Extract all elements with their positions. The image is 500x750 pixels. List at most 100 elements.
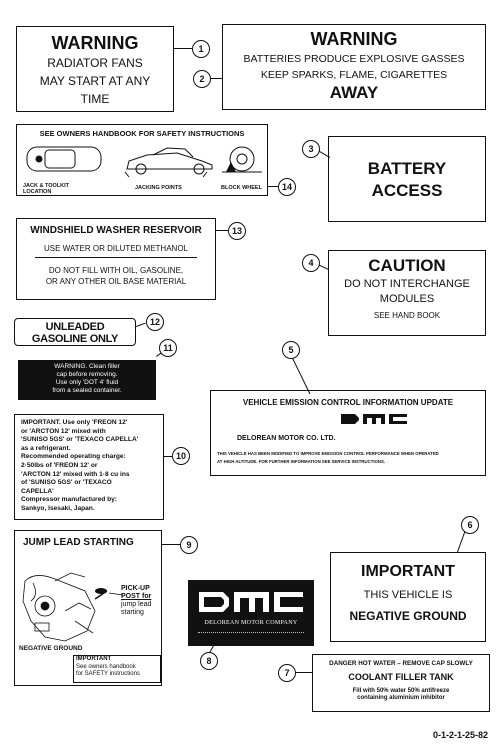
label-text: AWAY	[329, 83, 379, 102]
label-text: IMPORTANT	[76, 656, 112, 662]
label-text: DO NOT INTERCHANGE	[344, 278, 470, 290]
label-battery-gasses-warning: WARNING BATTERIES PRODUCE EXPLOSIVE GASS…	[222, 24, 486, 110]
caption-jacking-points: JACKING POINTS	[135, 185, 182, 191]
wheel-block-icon	[222, 146, 262, 173]
dmc-logo-icon	[341, 414, 407, 424]
label-text: KEEP SPARKS, FLAME, CIGARETTES	[260, 69, 448, 81]
label-text: GASOLINE ONLY	[31, 333, 119, 345]
car-side-view-icon	[124, 147, 213, 178]
label-text: USE WATER OR DILUTED METHANOL	[43, 244, 188, 253]
label-brake-fluid-warning: WARNING. Clean filler cap before removin…	[18, 360, 156, 400]
label-coolant-filler-tank: DANGER HOT WATER – REMOVE CAP SLOWLY COO…	[312, 654, 490, 712]
leader-line-12	[136, 322, 146, 327]
label-safety-instructions: SEE OWNERS HANDBOOK FOR SAFETY INSTRUCTI…	[16, 124, 268, 196]
label-text: containing aluminium inhibitor	[357, 695, 445, 701]
callout-1: 1	[192, 40, 210, 58]
label-text: BATTERY	[367, 159, 447, 178]
label-text: TIME	[80, 92, 110, 106]
label-text: MODULES	[379, 293, 435, 305]
label-text: Fill with 50% water 50% antifreeze	[352, 688, 450, 694]
label-text: ACCESS	[371, 181, 443, 200]
leader-line-10	[164, 456, 174, 457]
label-unleaded-gasoline: UNLEADED GASOLINE ONLY	[14, 318, 136, 346]
warning-heading: WARNING	[310, 29, 398, 49]
company-name: DELOREAN MOTOR CO. LTD.	[237, 435, 336, 442]
label-title: SEE OWNERS HANDBOOK FOR SAFETY INSTRUCTI…	[39, 129, 245, 138]
leader-line-7	[294, 672, 312, 673]
pickup-post-text: PICK-UP POST for jump lead starting	[121, 585, 152, 616]
callout-12: 12	[146, 313, 164, 331]
label-negative-ground: IMPORTANT THIS VEHICLE IS NEGATIVE GROUN…	[330, 552, 486, 642]
label-text: WARNING. Clean filler	[54, 363, 120, 370]
caption-block-wheel: BLOCK WHEEL	[221, 185, 262, 191]
callout-7: 7	[278, 664, 296, 682]
callout-5: 5	[282, 341, 300, 359]
label-text: 2·50lbs of 'FREON 12' or	[21, 461, 98, 469]
label-text: RADIATOR FANS	[47, 56, 143, 70]
leader-line-13	[216, 230, 228, 231]
divider	[35, 257, 197, 258]
label-refrigerant: IMPORTANT. Use only 'FREON 12' or 'ARCTO…	[14, 414, 164, 520]
label-title: VEHICLE EMISSION CONTROL INFORMATION UPD…	[242, 398, 454, 407]
important-box: IMPORTANT See owners handbook for SAFETY…	[73, 655, 161, 683]
company-name: DELOREAN MOTOR COMPANY	[204, 620, 298, 626]
label-text: THIS VEHICLE IS	[363, 589, 453, 601]
leader-line-14	[268, 186, 278, 187]
label-text: cap before removing.	[56, 371, 118, 378]
callout-11: 11	[159, 339, 177, 357]
engine-diagram-icon	[22, 572, 124, 642]
callout-10: 10	[172, 447, 190, 465]
label-text: IMPORTANT	[361, 563, 455, 580]
label-jump-lead-starting: JUMP LEAD STARTING PICK-UP POST for jump…	[14, 530, 162, 686]
label-title: JUMP LEAD STARTING	[23, 537, 134, 548]
label-text: of 'SUNISO 5GS' or 'TEXACO	[21, 479, 112, 487]
label-text: BATTERIES PRODUCE EXPLOSIVE GASSES	[243, 53, 465, 65]
label-text: SEE HAND BOOK	[373, 311, 441, 320]
callout-9: 9	[180, 536, 198, 554]
callout-8: 8	[200, 652, 218, 670]
car-diagrams-icon	[26, 146, 262, 178]
label-text: Recommended operating charge:	[21, 453, 126, 461]
label-text: 'ARCTON 12' mixed with 1·8 cu ins	[21, 470, 130, 478]
pickup-post-icon	[94, 588, 124, 600]
label-radiator-fans-warning: WARNING RADIATOR FANS MAY START AT ANY T…	[16, 26, 174, 112]
label-text: NEGATIVE GROUND	[349, 609, 467, 623]
label-washer-reservoir: WINDSHIELD WASHER RESERVOIR USE WATER OR…	[16, 218, 216, 300]
leader-line-9	[162, 544, 182, 545]
leader-line-6	[456, 529, 466, 553]
label-title: WINDSHIELD WASHER RESERVOIR	[30, 225, 202, 236]
label-text: OR ANY OTHER OIL BASE MATERIAL	[45, 277, 187, 286]
callout-4: 4	[302, 254, 320, 272]
label-dmc-badge: DELOREAN MOTOR COMPANY	[188, 580, 314, 646]
caution-heading: CAUTION	[368, 256, 446, 275]
callout-6: 6	[461, 516, 479, 534]
callout-3: 3	[302, 140, 320, 158]
label-text: IMPORTANT. Use only 'FREON 12'	[21, 419, 128, 426]
label-battery-access: BATTERY ACCESS	[328, 136, 486, 222]
fine-print	[198, 632, 304, 636]
label-body: THIS VEHICLE HAS BEEN MODIFIED TO IMPROV…	[217, 451, 439, 456]
leader-line-5	[291, 356, 311, 395]
callout-14: 14	[278, 178, 296, 196]
label-text: for SAFETY instructions	[76, 671, 140, 677]
car-top-view-icon	[26, 146, 102, 172]
leader-line-1	[174, 48, 192, 49]
label-emission-control: VEHICLE EMISSION CONTROL INFORMATION UPD…	[210, 390, 486, 476]
figure-code: 0-1-2-1-25-82	[432, 730, 488, 740]
label-text: Sankyo, Isesaki, Japan.	[21, 504, 95, 512]
label-text: See owners handbook	[76, 663, 136, 670]
label-text: from a sealed container.	[52, 387, 122, 394]
label-text: COOLANT FILLER TANK	[348, 672, 454, 682]
callout-2: 2	[193, 70, 211, 88]
label-text: as a refrigerant.	[21, 444, 71, 452]
negative-ground-text: NEGATIVE GROUND	[19, 645, 83, 652]
label-text: UNLEADED	[45, 321, 105, 333]
label-caution-modules: CAUTION DO NOT INTERCHANGE MODULES SEE H…	[328, 250, 486, 336]
label-text: MAY START AT ANY	[39, 74, 151, 88]
label-text: Use only 'DOT 4' fluid	[55, 379, 119, 386]
dmc-logo-icon	[199, 592, 303, 612]
label-text: DANGER HOT WATER – REMOVE CAP SLOWLY	[329, 660, 473, 667]
label-text: or 'ARCTON 12' mixed with	[21, 427, 106, 435]
label-text: CAPELLA'	[21, 487, 54, 495]
